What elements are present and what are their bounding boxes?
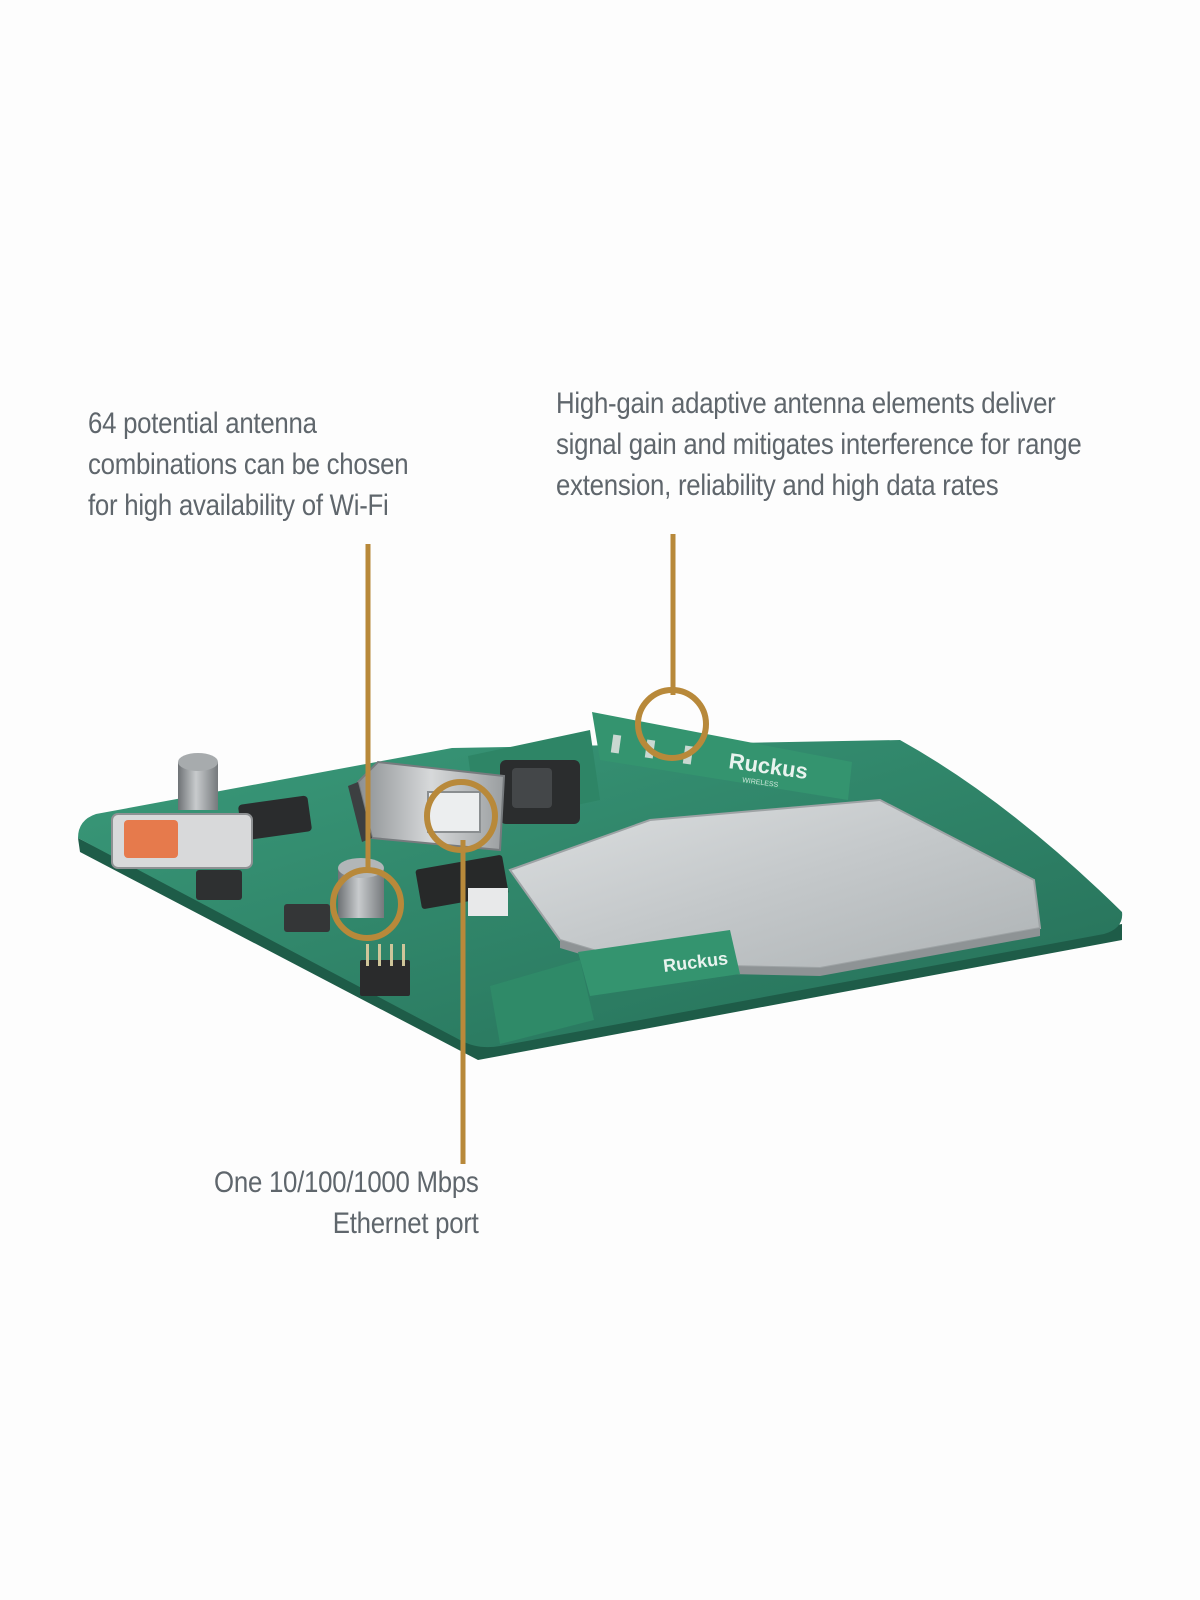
chip-black-1 bbox=[238, 795, 312, 841]
callout-text-line: extension, reliability and high data rat… bbox=[556, 469, 999, 502]
callout-adaptive-antenna: High-gain adaptive antenna elements deli… bbox=[556, 383, 1082, 506]
qr-label bbox=[468, 888, 508, 916]
chip-black-2 bbox=[196, 870, 242, 900]
callout-antenna-combinations: 64 potential antenna combinations can be… bbox=[88, 403, 409, 526]
pcb-edge bbox=[78, 838, 1122, 1060]
callout-text-line: for high availability of Wi-Fi bbox=[88, 489, 389, 522]
chip-black-3 bbox=[284, 904, 330, 932]
callout-circle-antenna-combinations bbox=[330, 867, 404, 941]
antenna-pcb-vertical bbox=[592, 712, 852, 800]
callout-text-line: signal gain and mitigates interference f… bbox=[556, 428, 1082, 461]
capacitor-front bbox=[338, 858, 384, 918]
callout-text-line: 64 potential antenna bbox=[88, 407, 317, 440]
callout-ethernet-port: One 10/100/1000 Mbps Ethernet port bbox=[214, 1162, 479, 1244]
pin-header bbox=[360, 960, 410, 996]
callout-circle-adaptive-antenna bbox=[635, 687, 709, 761]
callout-text-line: combinations can be chosen bbox=[88, 448, 409, 481]
callout-text-line: Ethernet port bbox=[333, 1207, 479, 1240]
callout-circle-ethernet bbox=[424, 779, 498, 853]
antenna-pcb-left bbox=[490, 960, 594, 1044]
capacitor-rear bbox=[178, 753, 218, 810]
rf-shield-edge bbox=[560, 928, 1040, 976]
callout-text-line: One 10/100/1000 Mbps bbox=[214, 1166, 479, 1199]
antenna-pcb-front bbox=[578, 930, 740, 996]
callout-text-line: High-gain adaptive antenna elements deli… bbox=[556, 387, 1056, 420]
power-module bbox=[111, 813, 253, 869]
